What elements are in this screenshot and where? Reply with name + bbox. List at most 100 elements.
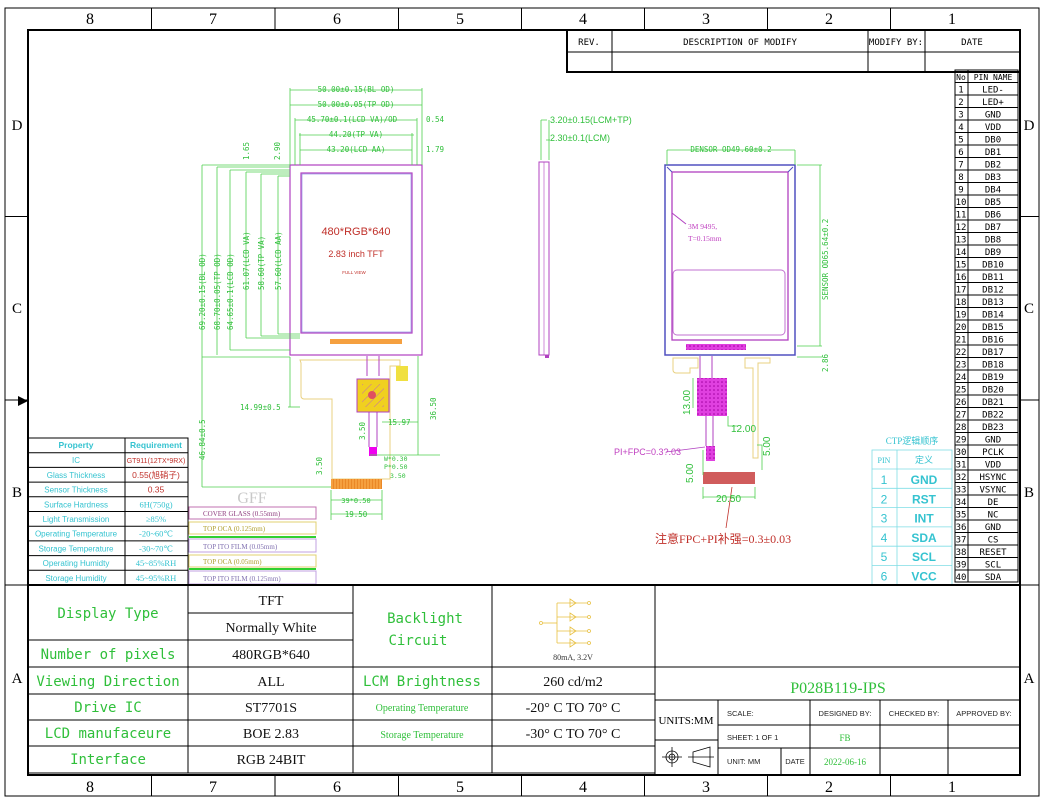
- zone-row-right: A: [1024, 671, 1035, 687]
- full-view-text: FULL VIEW: [342, 270, 366, 275]
- pin-name: VDD: [985, 461, 1001, 471]
- pin-name: DB16: [982, 336, 1004, 346]
- pin-name: RESET: [979, 548, 1007, 558]
- property-name: IC: [72, 456, 80, 465]
- rear-view: DENSOR OD49.60±0.2 SENSOR OD65.64±0.2 2.…: [614, 145, 830, 546]
- zone-column-bottom: 6: [333, 779, 341, 796]
- scale-label: SCALE:: [727, 709, 754, 718]
- dim-12-00: 12.00: [731, 424, 756, 435]
- layer-top-oca-2: TOP OCA (0.05mm): [203, 558, 262, 566]
- pin-name: SCL: [985, 561, 1001, 571]
- pin-number: 11: [956, 211, 967, 221]
- pin-number: 37: [956, 536, 967, 546]
- property-value: 45~95%RH: [136, 573, 177, 583]
- pin-number: 31: [956, 461, 967, 471]
- pin-name-header: PIN NAME: [974, 73, 1013, 82]
- viewing-label: Viewing Direction: [36, 674, 179, 690]
- dim-sensor-height: SENSOR OD65.64±0.2: [821, 219, 830, 300]
- ctp-pin-number: 2: [881, 492, 888, 506]
- st-temp-label: Storage Temperature: [380, 730, 464, 741]
- dim-lcd-va-width: 45.70±0.1(LCD VA)/OD: [307, 115, 398, 124]
- lcd-outline: [289, 164, 423, 356]
- property-row: Storage Humidity 45~95%RH: [45, 573, 176, 583]
- property-row: Storage Temperature-30~70℃: [38, 543, 173, 553]
- zone-column-bottom: 8: [86, 779, 94, 796]
- pin-number: 9: [958, 186, 963, 196]
- property-value: ≥85%: [146, 514, 166, 524]
- zone-row-right: D: [1024, 118, 1035, 134]
- dim-tp-va-width: 44.20(TP VA): [329, 130, 383, 139]
- title-block: P028B119-IPS UNITS:MM SCALE: SHEET: 1 OF…: [655, 666, 1020, 775]
- property-name: Storage Humidity: [45, 574, 106, 583]
- pin-name: GND: [985, 111, 1001, 121]
- pin-number: 21: [956, 336, 967, 346]
- dim-5-00-a: 5.00: [762, 436, 773, 456]
- pin-number: 18: [956, 298, 967, 308]
- drive-ic-label: Drive IC: [74, 700, 141, 716]
- zone-row-left: A: [12, 671, 23, 687]
- zone-row-right: B: [1024, 485, 1034, 501]
- pin-name: LED+: [982, 98, 1004, 108]
- property-value: GT911(12TX*9RX): [127, 458, 186, 465]
- pin-name: DB15: [982, 323, 1004, 333]
- dim-lcd-od-height: 64.65±0.1(LCD OD): [226, 253, 235, 330]
- property-value: -20~60℃: [139, 529, 173, 539]
- pin-name: HSYNC: [979, 473, 1006, 483]
- zone-column-top: 3: [702, 11, 710, 28]
- property-name: Storage Temperature: [38, 544, 114, 553]
- revision-table: REV. DESCRIPTION OF MODIFY MODIFY BY: DA…: [566, 29, 1021, 73]
- pin-number: 34: [956, 498, 967, 508]
- pin-number: 38: [956, 548, 967, 558]
- interface-label: Interface: [70, 752, 146, 768]
- pin-number: 4: [958, 123, 963, 133]
- pin-number: 1: [958, 86, 963, 96]
- pixels-label: Number of pixels: [41, 647, 176, 663]
- pin-no-header: No: [956, 73, 966, 82]
- pin-number: 12: [956, 223, 967, 233]
- dim-1-65: 1.65: [242, 142, 251, 160]
- property-name: Glass Thickness: [47, 471, 106, 480]
- pin-number: 28: [956, 423, 967, 433]
- front-view: 480*RGB*640 2.83 inch TFT FULL VIEW: [198, 85, 445, 520]
- drive-ic-value: ST7701S: [245, 701, 297, 716]
- op-temp-label: Operating Temperature: [376, 703, 469, 714]
- center-mark-icon: [18, 396, 28, 406]
- dim-46-84: 46.84±0.5: [198, 419, 207, 460]
- ctp-pin-number: 5: [881, 550, 888, 564]
- zone-column-top: 4: [579, 11, 587, 28]
- property-value: 0.35: [148, 485, 165, 495]
- pin-name: DB21: [982, 398, 1004, 408]
- designed-by-value: FB: [839, 733, 850, 743]
- pin-number: 23: [956, 361, 967, 371]
- modify-by-header: MODIFY BY:: [869, 38, 923, 48]
- screen-resolution-text: 480*RGB*640: [321, 226, 390, 238]
- backlight-label-2: Circuit: [388, 633, 447, 649]
- dim-lcd-aa-height: 57.60(LCD AA): [274, 231, 283, 290]
- zone-column-bottom: 4: [579, 779, 587, 796]
- pin-name: DB19: [982, 373, 1004, 383]
- gff-title: GFF: [237, 490, 266, 507]
- property-header: Property: [59, 440, 94, 450]
- pin-number: 29: [956, 436, 967, 446]
- pin-number: 2: [958, 98, 963, 108]
- pin-name: SDA: [985, 573, 1002, 583]
- dim-13-00: 13.00: [682, 390, 693, 415]
- ctp-title: CTP逻辑顺序: [886, 435, 939, 446]
- dim-tp-od-width: 50.00±0.05(TP OD): [318, 100, 395, 109]
- dim-3-50-c: 3.50: [390, 472, 406, 480]
